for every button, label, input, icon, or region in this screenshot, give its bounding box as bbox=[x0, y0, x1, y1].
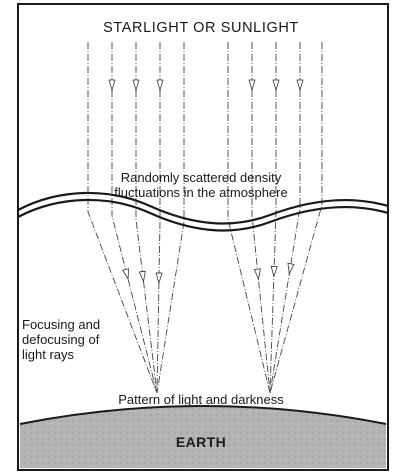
ray-arrow-lower bbox=[138, 270, 146, 283]
light-ray bbox=[269, 42, 323, 394]
ray-arrow-lower bbox=[253, 268, 261, 281]
light-ray bbox=[269, 42, 301, 394]
earth-horizon-line bbox=[19, 405, 387, 425]
focusing-label: Focusing and defocusing of light rays bbox=[22, 317, 101, 363]
focusing-label-line-2: defocusing of bbox=[22, 331, 100, 347]
ray-arrow-upper bbox=[132, 79, 140, 92]
pattern-label: Pattern of light and darkness bbox=[118, 392, 284, 407]
ray-arrow-upper bbox=[108, 79, 116, 92]
ray-arrow-upper bbox=[156, 79, 164, 92]
light-ray bbox=[251, 42, 271, 394]
ray-arrow-upper bbox=[296, 79, 304, 92]
ray-arrowheads bbox=[108, 79, 304, 285]
ray-arrow-lower bbox=[122, 268, 129, 281]
ray-arrow-upper bbox=[272, 79, 280, 92]
light-ray bbox=[111, 42, 158, 394]
atmosphere-label-line-2: fluctuations in the atmosphere bbox=[114, 184, 288, 200]
light-ray bbox=[87, 42, 158, 394]
light-ray bbox=[135, 42, 158, 394]
light-ray bbox=[156, 42, 161, 394]
light-rays bbox=[87, 42, 323, 394]
light-ray bbox=[227, 42, 271, 394]
ray-arrow-lower bbox=[155, 272, 163, 285]
focusing-label-line-1: Focusing and bbox=[22, 317, 101, 332]
atmosphere-wave-upper bbox=[17, 191, 389, 225]
light-ray bbox=[269, 42, 277, 394]
earth-surface bbox=[20, 406, 386, 468]
earth-label: EARTH bbox=[175, 434, 227, 450]
ray-arrow-lower bbox=[287, 262, 295, 276]
ray-arrow-lower bbox=[270, 265, 278, 278]
focusing-label-line-3: light rays bbox=[22, 346, 75, 362]
atmosphere-label-line-1: Randomly scattered density bbox=[120, 170, 282, 185]
diagram-title: STARLIGHT OR SUNLIGHT bbox=[103, 20, 299, 36]
atmosphere-wave-lower bbox=[17, 198, 389, 232]
ray-arrow-upper bbox=[248, 79, 256, 92]
frame-border bbox=[17, 3, 389, 471]
atmosphere-label: Randomly scattered density fluctuations … bbox=[0, 170, 402, 201]
